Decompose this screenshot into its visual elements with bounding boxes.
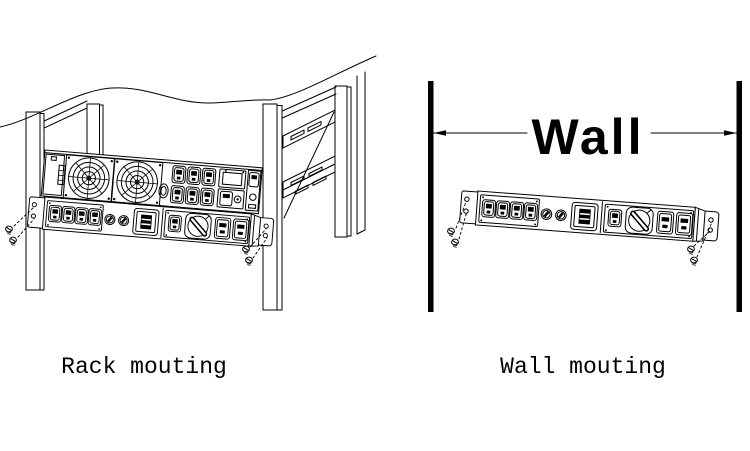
wall-screws-left bbox=[447, 201, 467, 248]
rack-screws-left bbox=[5, 207, 35, 246]
rack-post-front-right bbox=[262, 103, 283, 311]
cutaway-curve bbox=[0, 55, 377, 128]
rack-side-panel-right bbox=[356, 71, 366, 235]
rack-caption: Rack mouting bbox=[61, 354, 227, 380]
wall-screws-right bbox=[687, 221, 713, 266]
rack-post-rear-left bbox=[86, 103, 104, 161]
wall-caption: Wall mouting bbox=[500, 354, 666, 380]
wall-mounting-figure: Wall Wall mouting bbox=[428, 81, 742, 380]
rack-side-rails-left bbox=[41, 100, 88, 130]
rack-side-rails-right bbox=[279, 86, 337, 219]
wall-label: Wall bbox=[532, 109, 645, 165]
rack-mounting-figure: Rack mouting bbox=[0, 55, 377, 380]
rack-post-rear-right bbox=[334, 85, 352, 238]
rack-screws-right bbox=[242, 228, 268, 266]
cross-brace bbox=[283, 111, 335, 219]
wall-edge-right bbox=[736, 81, 742, 312]
wall-dimension-arrow bbox=[433, 130, 737, 136]
wall-pdu-strip bbox=[459, 190, 719, 243]
wall-edge-left bbox=[428, 81, 434, 312]
